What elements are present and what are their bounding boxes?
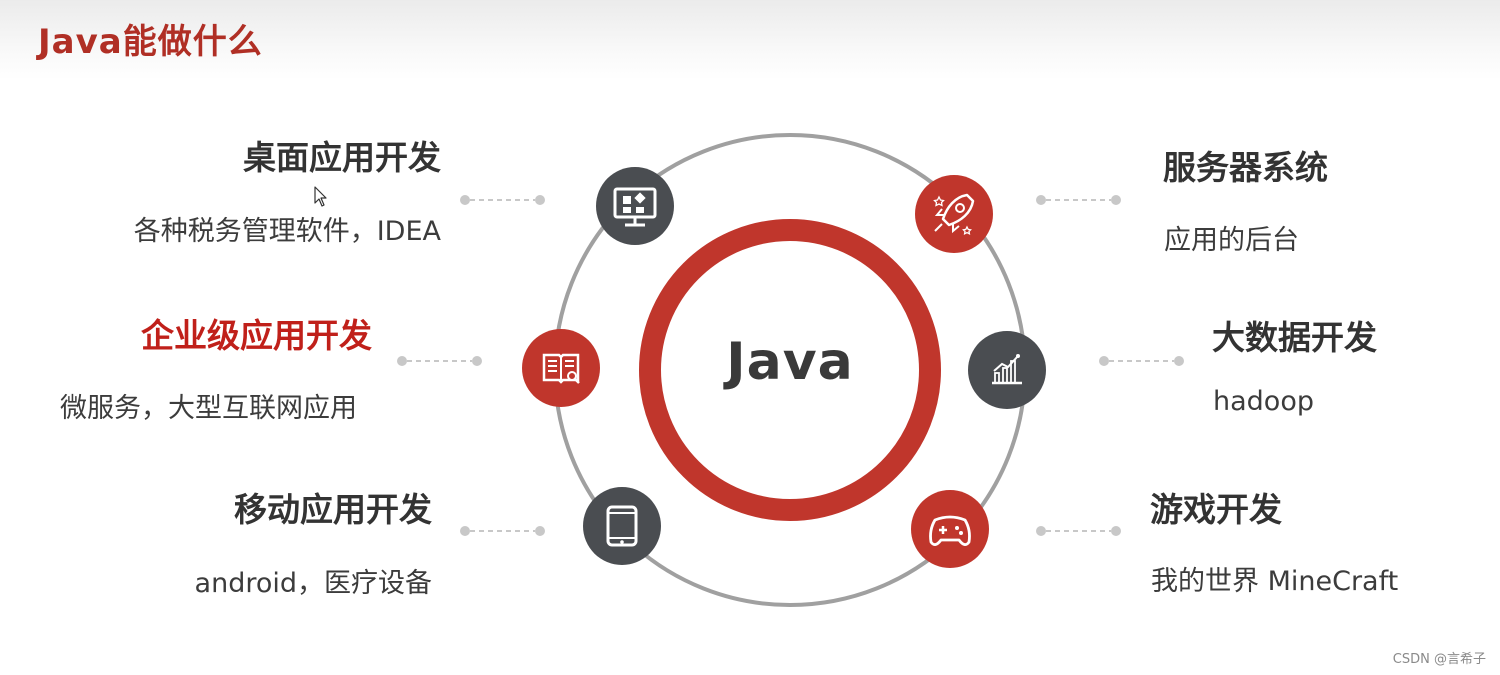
tablet-icon [583, 487, 661, 565]
connector-mobile [460, 526, 545, 536]
mouse-cursor-icon [314, 186, 327, 207]
watermark: CSDN @言希子 [1392, 652, 1486, 667]
connector-game [1036, 526, 1121, 536]
category-desc-mobile: android，医疗设备 [194, 568, 432, 599]
category-desc-server: 应用的后台 [1164, 225, 1299, 256]
connector-server [1036, 195, 1121, 205]
category-title-game: 游戏开发 [1150, 490, 1282, 529]
header-band [0, 0, 1500, 80]
desktop-monitor-icon [596, 167, 674, 245]
page-title: Java能做什么 [38, 22, 263, 62]
bar-chart-icon [968, 331, 1046, 409]
inner-ring [639, 219, 941, 521]
category-title-enterprise: 企业级应用开发 [141, 316, 372, 355]
category-desc-bigdata: hadoop [1213, 386, 1314, 417]
category-title-bigdata: 大数据开发 [1212, 318, 1377, 357]
category-title-mobile: 移动应用开发 [234, 490, 432, 529]
category-desc-game: 我的世界 MineCraft [1151, 566, 1399, 597]
category-title-desktop: 桌面应用开发 [243, 138, 441, 177]
category-desc-desktop: 各种税务管理软件，IDEA [133, 216, 441, 247]
gamepad-icon [911, 490, 989, 568]
category-desc-enterprise: 微服务，大型互联网应用 [60, 393, 357, 424]
center-label: Java [726, 332, 854, 392]
connector-enterprise [397, 356, 482, 366]
category-title-server: 服务器系统 [1163, 148, 1328, 187]
book-search-icon [522, 329, 600, 407]
connector-desktop [460, 195, 545, 205]
rocket-icon [915, 175, 993, 253]
connector-bigdata [1099, 356, 1184, 366]
